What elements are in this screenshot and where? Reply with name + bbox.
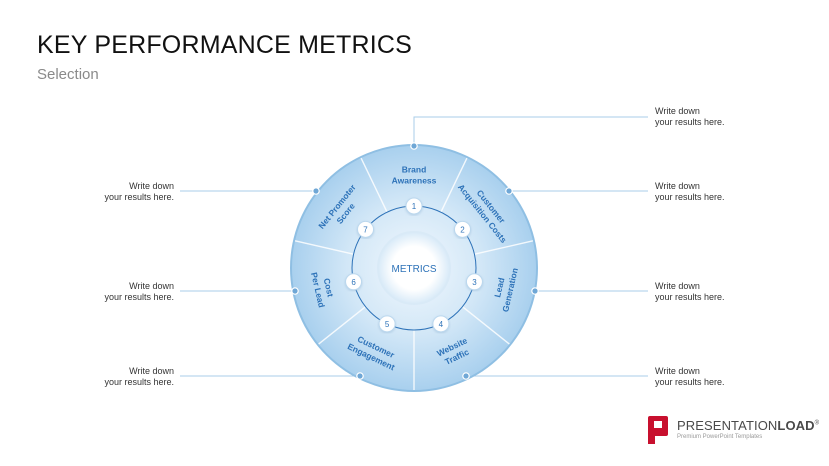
- connector-dot: [462, 372, 470, 380]
- connector-dot: [356, 372, 364, 380]
- segment-divider: [440, 157, 468, 213]
- page-subtitle: Selection: [37, 66, 99, 83]
- presentationload-logo: PRESENTATIONLOAD® Premium PowerPoint Tem…: [648, 416, 820, 446]
- segment-number: 3: [472, 278, 477, 287]
- result-text-acquisition-costs: Write down your results here.: [655, 181, 725, 202]
- segment-number-badge: [378, 315, 396, 333]
- hub-label: METRICS: [392, 264, 437, 275]
- segment-number-badge: [465, 273, 483, 291]
- segment-label-line: Brand: [402, 165, 427, 175]
- segment-number: 2: [460, 225, 465, 234]
- segment-number-badge: [357, 220, 375, 238]
- segment-number-badge: [453, 220, 471, 238]
- logo-tagline: Premium PowerPoint Templates: [677, 434, 763, 440]
- segment-label-line: Awareness: [392, 176, 437, 186]
- result-text-website-traffic: Write down your results here.: [655, 366, 725, 387]
- connector-brand-awareness: [413, 116, 648, 146]
- segment-label-line: Lead: [492, 277, 506, 299]
- segment-divider: [318, 306, 366, 345]
- logo-wordmark: PRESENTATIONLOAD®: [677, 418, 820, 433]
- page-title: KEY PERFORMANCE METRICS: [37, 31, 413, 59]
- segment-divider: [474, 240, 534, 255]
- segment-divider: [360, 157, 388, 213]
- result-text-net-promoter-score: Write down your results here.: [104, 181, 174, 202]
- connector-dot: [410, 142, 418, 150]
- result-text-cost-per-lead: Write down your results here.: [104, 281, 174, 302]
- segment-number-badge: [432, 315, 450, 333]
- result-text-brand-awareness: Write down your results here.: [655, 106, 725, 127]
- connector-dot: [531, 287, 539, 295]
- segment-number-badge: [345, 273, 363, 291]
- connector-dot: [312, 187, 320, 195]
- segment-number: 1: [412, 202, 417, 211]
- presentationload-logo-icon: [648, 416, 668, 444]
- segment-number: 6: [351, 278, 356, 287]
- segment-number: 7: [363, 225, 368, 234]
- connector-dot: [291, 287, 299, 295]
- segment-divider: [294, 240, 354, 255]
- segment-number-badge: [405, 197, 423, 215]
- segment-label-line: Cost: [322, 277, 336, 298]
- result-text-lead-generation: Write down your results here.: [655, 281, 725, 302]
- segment-number: 5: [385, 320, 390, 329]
- segment-divider: [462, 306, 510, 345]
- result-text-customer-engagement: Write down your results here.: [104, 366, 174, 387]
- hub-circle: [377, 231, 451, 305]
- connector-dot: [505, 187, 513, 195]
- segment-number: 4: [439, 320, 444, 329]
